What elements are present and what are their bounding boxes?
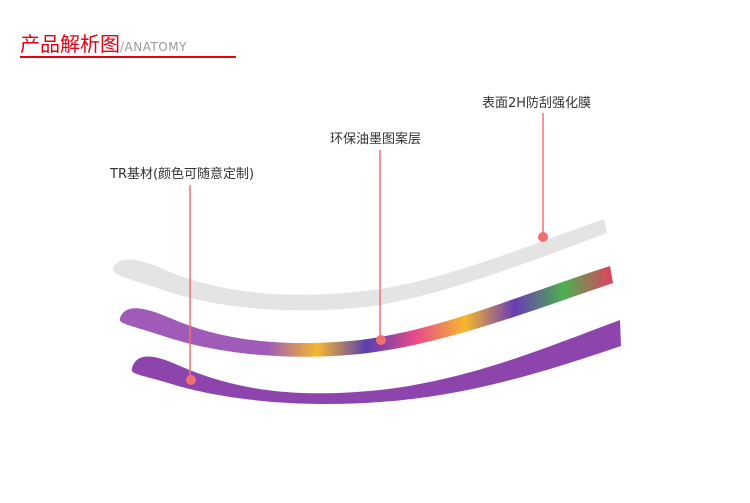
coating-layer xyxy=(112,219,607,311)
label-ink-pattern: 环保油墨图案层 xyxy=(330,132,422,147)
leader-dot-coating xyxy=(538,232,548,242)
label-tr-base: TR基材(颜色可随意定制) xyxy=(110,167,255,182)
ink-pattern-layer xyxy=(119,266,613,357)
title-underline xyxy=(20,56,236,58)
label-coating: 表面2H防刮强化膜 xyxy=(482,96,592,111)
title-subtitle: /ANATOMY xyxy=(120,40,187,54)
leader-dot-ink xyxy=(376,335,386,345)
title-main: 产品解析图 xyxy=(20,32,120,56)
tr-base-layer xyxy=(131,320,621,404)
leader-dot-base xyxy=(186,375,196,385)
page-title: 产品解析图/ANATOMY xyxy=(20,28,187,57)
